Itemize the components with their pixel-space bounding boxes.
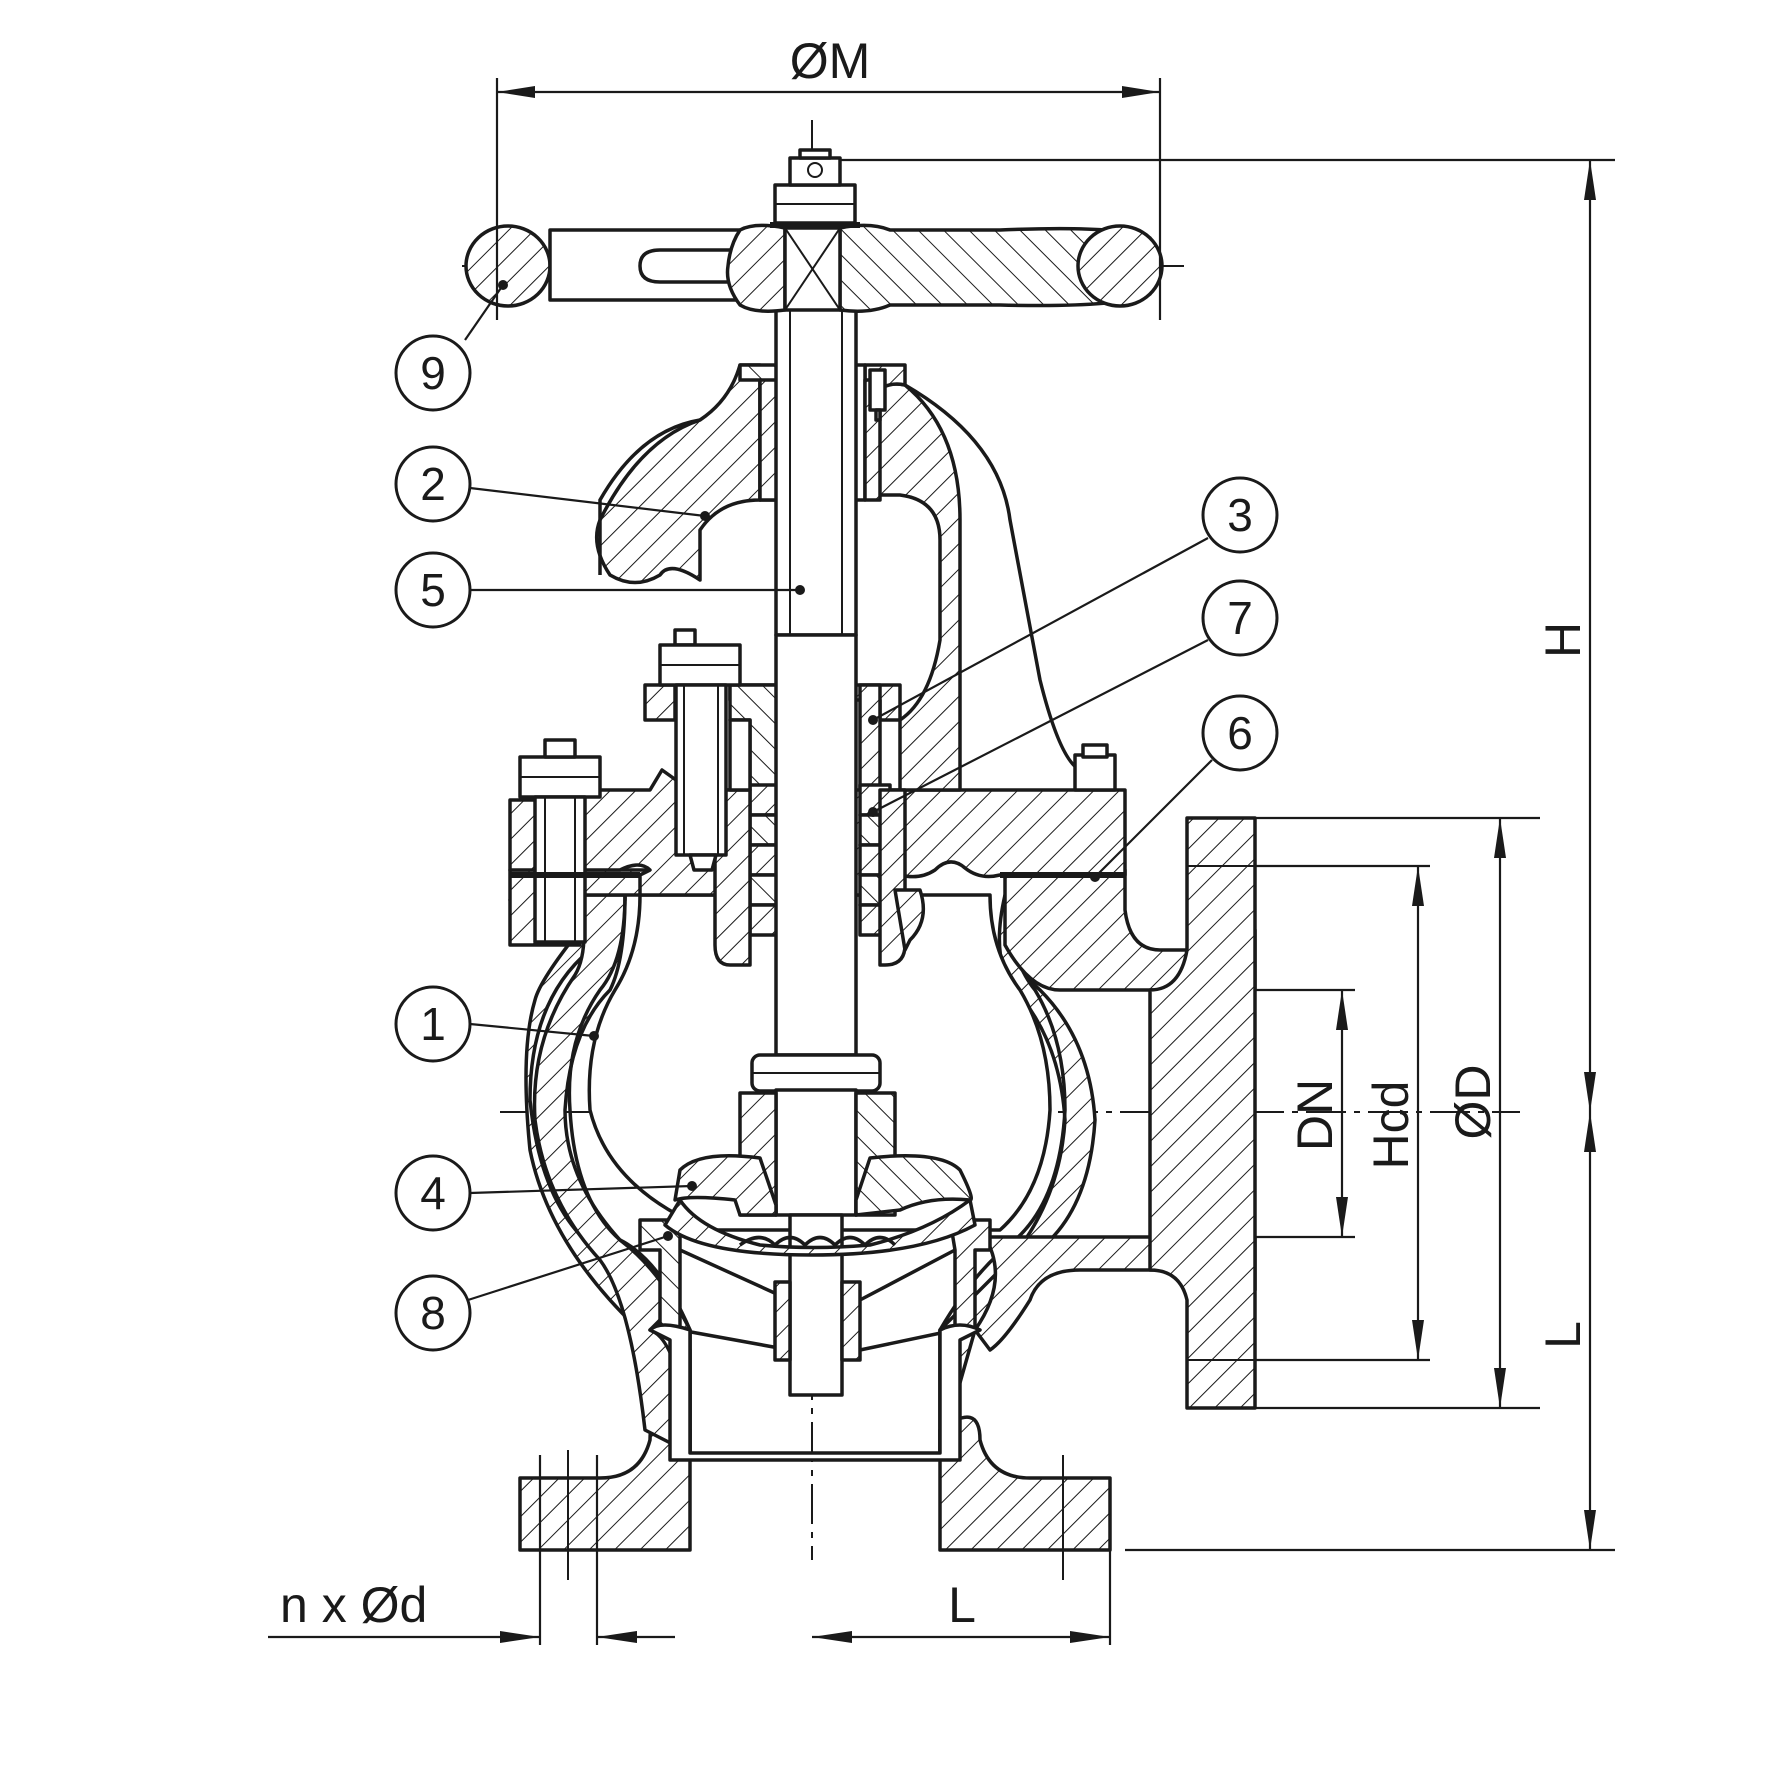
balloon-3: 3 <box>868 476 1279 725</box>
balloon-2: 2 <box>394 445 710 523</box>
svg-text:9: 9 <box>420 347 446 399</box>
svg-text:7: 7 <box>1227 592 1253 644</box>
fasteners <box>518 628 1117 944</box>
disc-guide <box>773 1280 862 1362</box>
dim-label-handwheel-diameter: ØM <box>790 33 871 89</box>
svg-text:6: 6 <box>1227 707 1253 759</box>
balloon-1: 1 <box>394 985 599 1063</box>
svg-text:3: 3 <box>1227 489 1253 541</box>
part-balloons: 9 2 5 3 7 <box>394 280 1279 1352</box>
balloon-9: 9 <box>394 280 508 412</box>
svg-text:2: 2 <box>420 458 446 510</box>
handwheel <box>464 148 1164 313</box>
balloon-8: 8 <box>394 1231 673 1352</box>
disc <box>663 1091 977 1257</box>
balloon-6: 6 <box>1090 694 1279 882</box>
dimension-labels: ØM H L ØD Hcd DN n x Ød L <box>280 33 1591 1633</box>
dim-label-overall-height: H <box>1535 622 1591 658</box>
stem <box>750 298 882 1397</box>
dimension-lines <box>268 78 1615 1645</box>
svg-text:8: 8 <box>420 1287 446 1339</box>
balloon-7: 7 <box>868 579 1279 817</box>
dim-label-bolt-holes: n x Ød <box>280 1577 427 1633</box>
dim-label-bolt-circle: Hcd <box>1363 1081 1419 1170</box>
svg-text:1: 1 <box>420 998 446 1050</box>
balloon-5: 5 <box>394 551 805 629</box>
dim-label-nominal-diameter: DN <box>1287 1079 1343 1151</box>
svg-text:4: 4 <box>420 1167 446 1219</box>
dim-label-face-to-centre-horizontal: L <box>948 1577 976 1633</box>
balloon-4: 4 <box>394 1154 697 1232</box>
dim-label-face-to-centre-vertical: L <box>1535 1321 1591 1349</box>
dim-label-flange-outer-diameter: ØD <box>1445 1065 1501 1140</box>
svg-text:5: 5 <box>420 564 446 616</box>
